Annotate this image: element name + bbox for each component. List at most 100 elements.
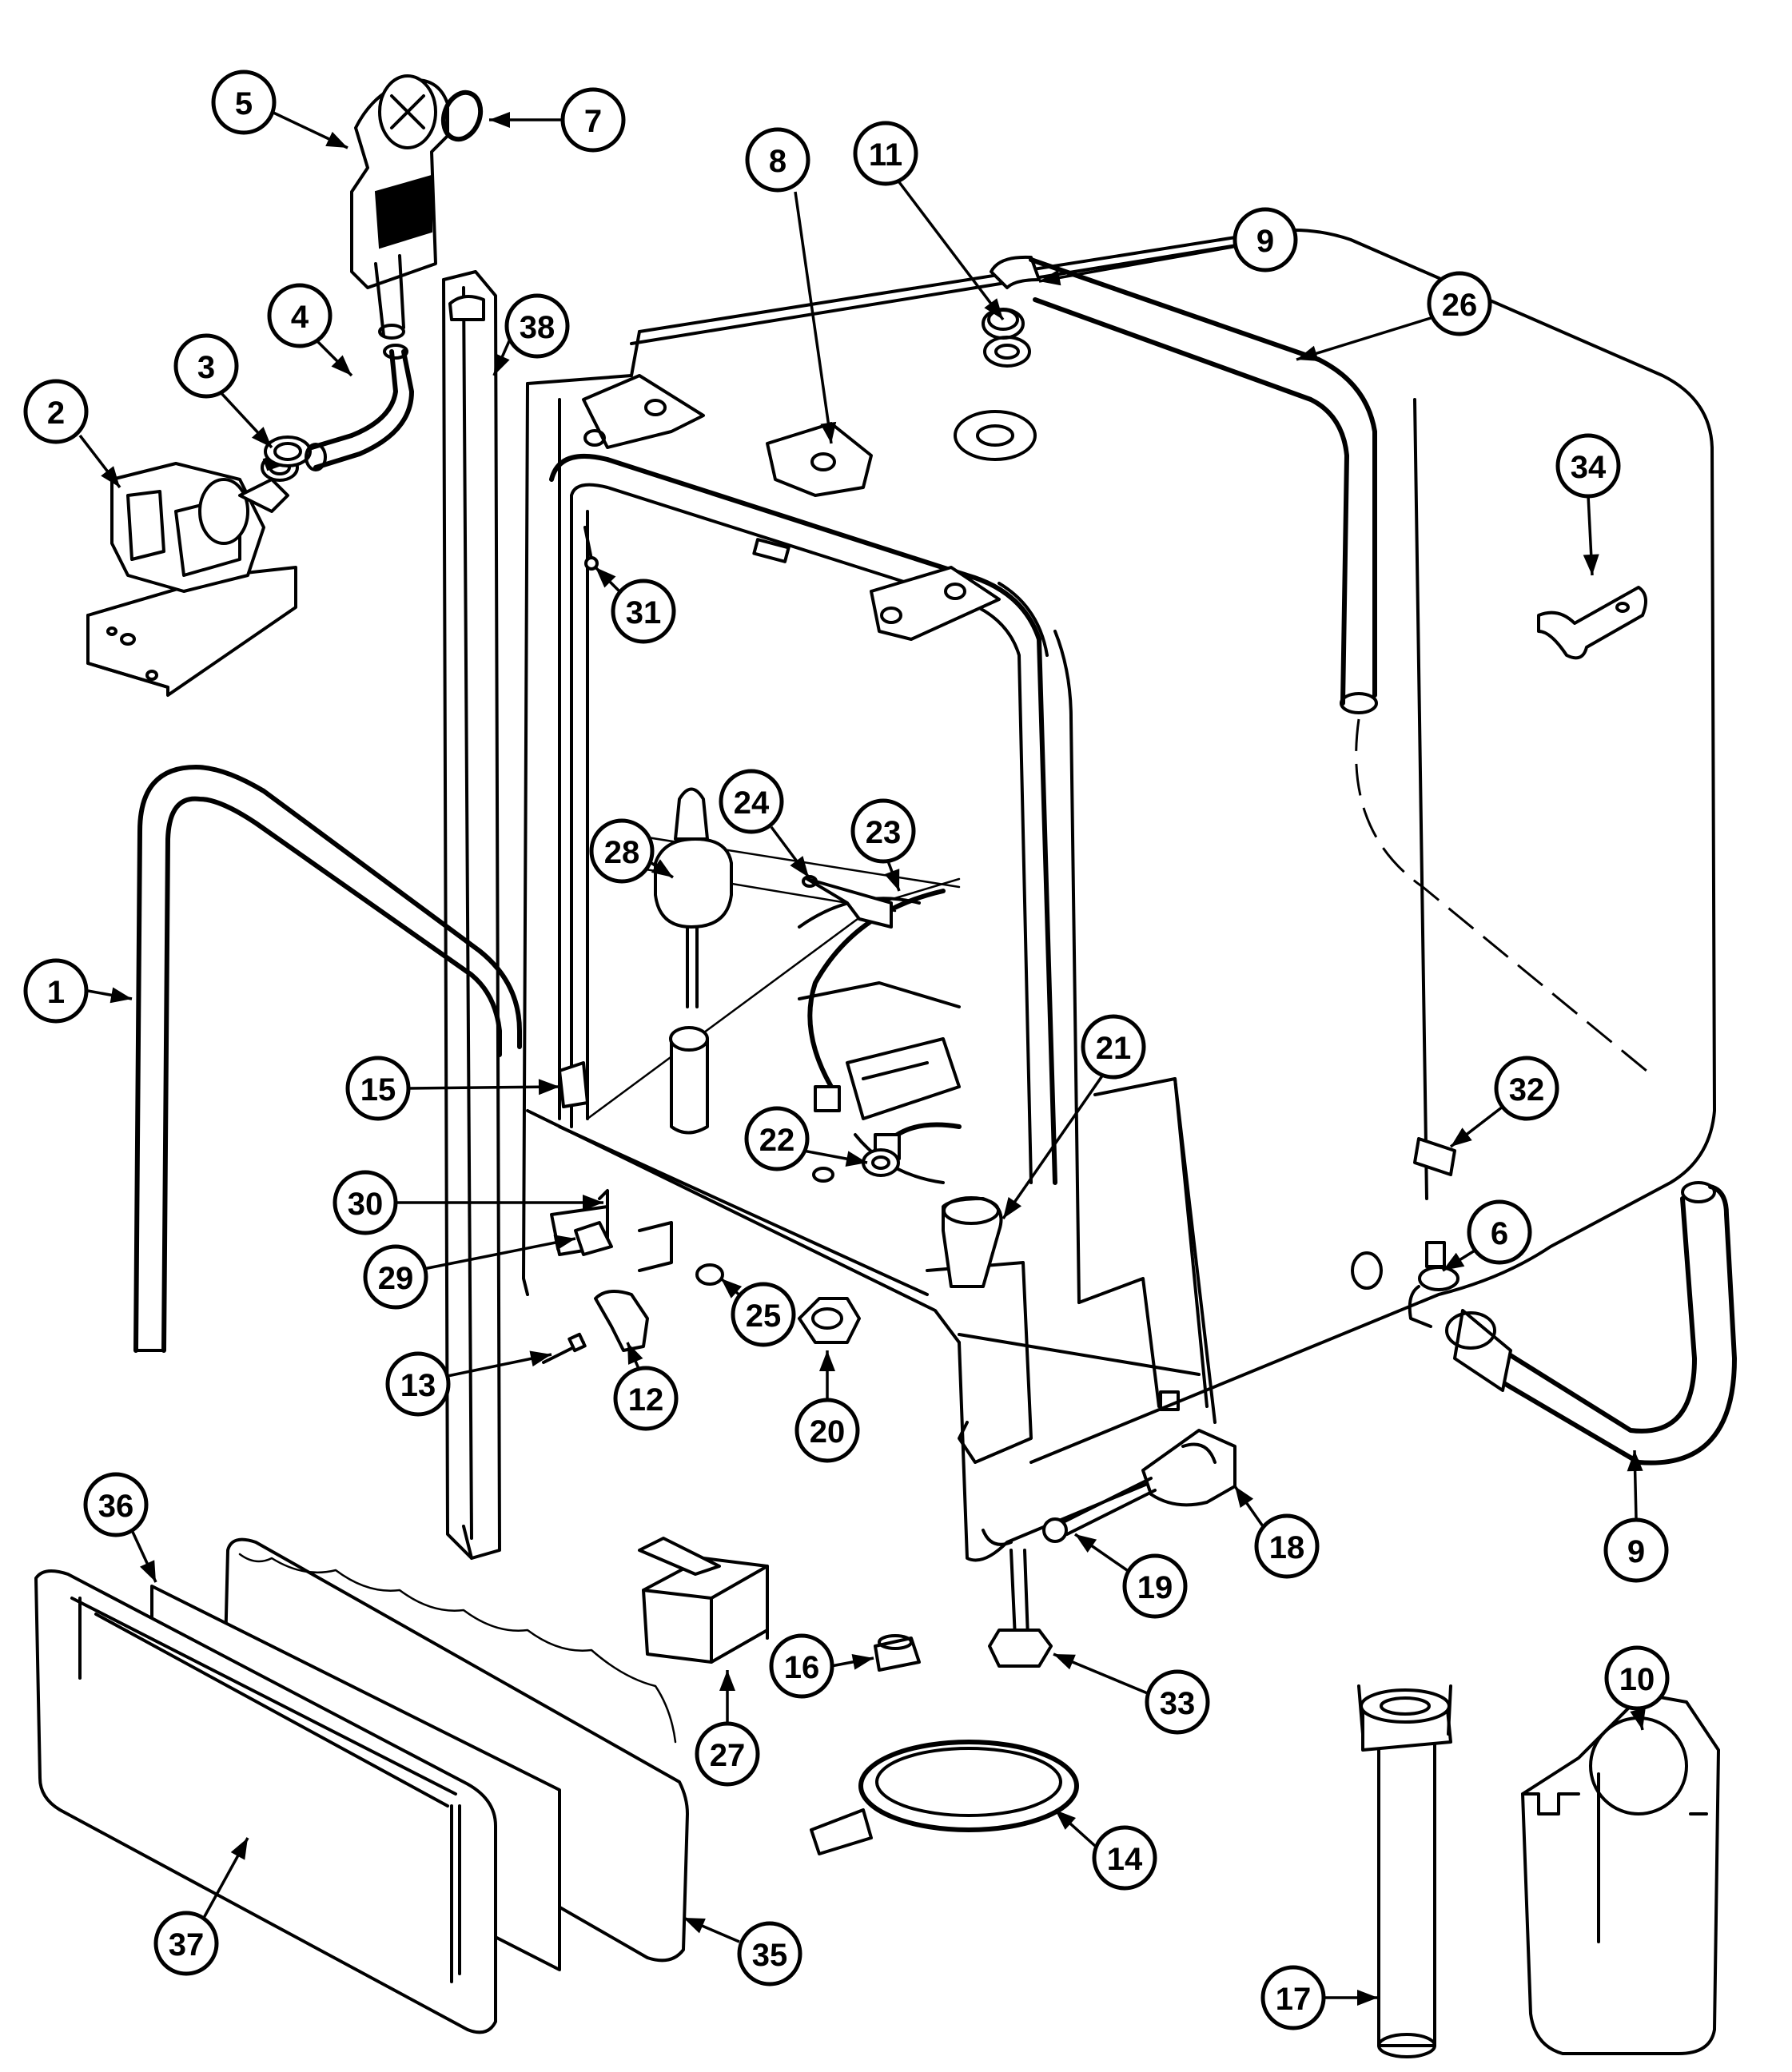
leader-line-c8 — [794, 191, 833, 444]
callout-circle — [853, 121, 918, 186]
callout-circle — [1232, 207, 1298, 272]
washer-part-11 — [983, 336, 1031, 368]
callout-c22: 22 — [744, 1106, 810, 1171]
callout-circle — [745, 127, 810, 193]
callout-circle — [1555, 433, 1621, 499]
arrowhead-c1 — [110, 987, 132, 1004]
arrowhead-c23 — [884, 869, 900, 891]
arrowhead-c12 — [627, 1342, 643, 1365]
callout-circle — [345, 1056, 411, 1121]
arrowhead-c13 — [529, 1350, 552, 1367]
callout-label: 25 — [746, 1298, 782, 1334]
arrowhead-c6 — [1443, 1252, 1465, 1271]
arrowhead-c32 — [1451, 1127, 1472, 1147]
callout-circle — [173, 333, 239, 399]
callout-circle — [850, 798, 916, 864]
o-ring-part-7 — [440, 89, 484, 142]
callout-circle — [83, 1472, 149, 1537]
callout-circle — [744, 1106, 810, 1171]
callout-label: 26 — [1442, 288, 1478, 323]
arrowhead-c2 — [101, 466, 120, 487]
arrowhead-c5 — [325, 131, 348, 148]
arrowhead-c8 — [820, 421, 837, 443]
leader-line-c11 — [898, 181, 1005, 321]
arrowhead-c16 — [851, 1653, 874, 1670]
fill-tube-top — [982, 255, 1647, 1072]
arrowhead-c18 — [1235, 1486, 1254, 1509]
callout-label: 14 — [1107, 1842, 1143, 1877]
callout-label: 20 — [810, 1414, 846, 1450]
hinge-brackets — [582, 374, 1001, 641]
callout-c15: 15 — [345, 1056, 411, 1121]
callout-circle — [23, 379, 89, 444]
callout-c24: 24 — [719, 769, 784, 834]
callout-label: 15 — [360, 1072, 396, 1108]
callout-c16: 16 — [769, 1633, 834, 1699]
callout-c21: 21 — [1081, 1014, 1146, 1080]
callout-c25: 25 — [731, 1282, 796, 1347]
callout-c19: 19 — [1122, 1553, 1188, 1619]
callout-c5: 5 — [211, 70, 277, 135]
callout-label: 22 — [759, 1123, 795, 1158]
kickplate-assembly — [34, 1537, 689, 2034]
callout-label: 29 — [378, 1261, 414, 1296]
callout-label: 19 — [1137, 1570, 1173, 1605]
leader-line-c21 — [1002, 1074, 1105, 1219]
callout-circle — [1494, 1056, 1559, 1121]
callout-circle — [333, 1170, 398, 1235]
arrowhead-c36 — [140, 1560, 156, 1582]
callout-circle — [1254, 1513, 1320, 1579]
callout-circle — [769, 1633, 834, 1699]
callout-c38: 38 — [504, 293, 570, 359]
arrowhead-c26 — [1296, 345, 1319, 361]
callout-circle — [363, 1244, 428, 1310]
callout-circle — [385, 1351, 451, 1417]
callout-circle — [731, 1282, 796, 1347]
callout-circle — [719, 769, 784, 834]
callout-circle — [1081, 1014, 1146, 1080]
arrowhead-c11 — [984, 298, 1003, 320]
callout-c28: 28 — [589, 818, 655, 884]
leader-line-c29 — [423, 1237, 576, 1271]
fill-valve-part-2 — [86, 446, 305, 697]
arrowhead-c9a — [1039, 269, 1061, 286]
arrowhead-c4 — [331, 355, 352, 376]
callout-label: 23 — [866, 815, 902, 850]
callout-c27: 27 — [695, 1721, 760, 1787]
callout-c20: 20 — [794, 1398, 860, 1463]
callout-label: 3 — [197, 350, 215, 385]
callout-label: 33 — [1160, 1686, 1196, 1721]
arrowhead-c33 — [1053, 1654, 1076, 1670]
callout-label: 10 — [1619, 1662, 1655, 1697]
callout-circle — [504, 293, 570, 359]
hose-part-4 — [305, 344, 414, 471]
arrowhead-c7 — [489, 112, 510, 128]
callout-label: 13 — [400, 1368, 436, 1403]
callout-label: 11 — [869, 137, 902, 173]
arrowhead-c37 — [230, 1838, 248, 1860]
callout-circle — [613, 1366, 679, 1431]
callout-label: 8 — [769, 144, 786, 179]
callout-circle — [1092, 1825, 1157, 1891]
callout-label: 28 — [604, 835, 640, 870]
arrowhead-c38 — [494, 353, 510, 376]
arrowhead-c30 — [583, 1195, 603, 1211]
callout-label: 37 — [169, 1927, 205, 1963]
callout-label: 21 — [1096, 1031, 1132, 1066]
callout-label: 12 — [628, 1382, 664, 1418]
arrowhead-c35 — [683, 1918, 706, 1934]
callout-c36: 36 — [83, 1472, 149, 1537]
callout-c26: 26 — [1427, 271, 1492, 336]
arrowhead-c27 — [719, 1670, 735, 1691]
interior-parts — [542, 526, 962, 1364]
arrowhead-c17 — [1357, 1990, 1378, 2006]
callout-label: 4 — [291, 300, 309, 335]
arrowhead-c21 — [1003, 1196, 1022, 1219]
arrowhead-c22 — [845, 1151, 867, 1167]
bracket-32 — [1413, 1137, 1456, 1176]
callout-circle — [737, 1921, 802, 1986]
callout-label: 32 — [1509, 1072, 1545, 1108]
callout-label: 7 — [584, 104, 602, 139]
arrowhead-c24 — [790, 856, 809, 877]
callout-circle — [1604, 1645, 1670, 1711]
